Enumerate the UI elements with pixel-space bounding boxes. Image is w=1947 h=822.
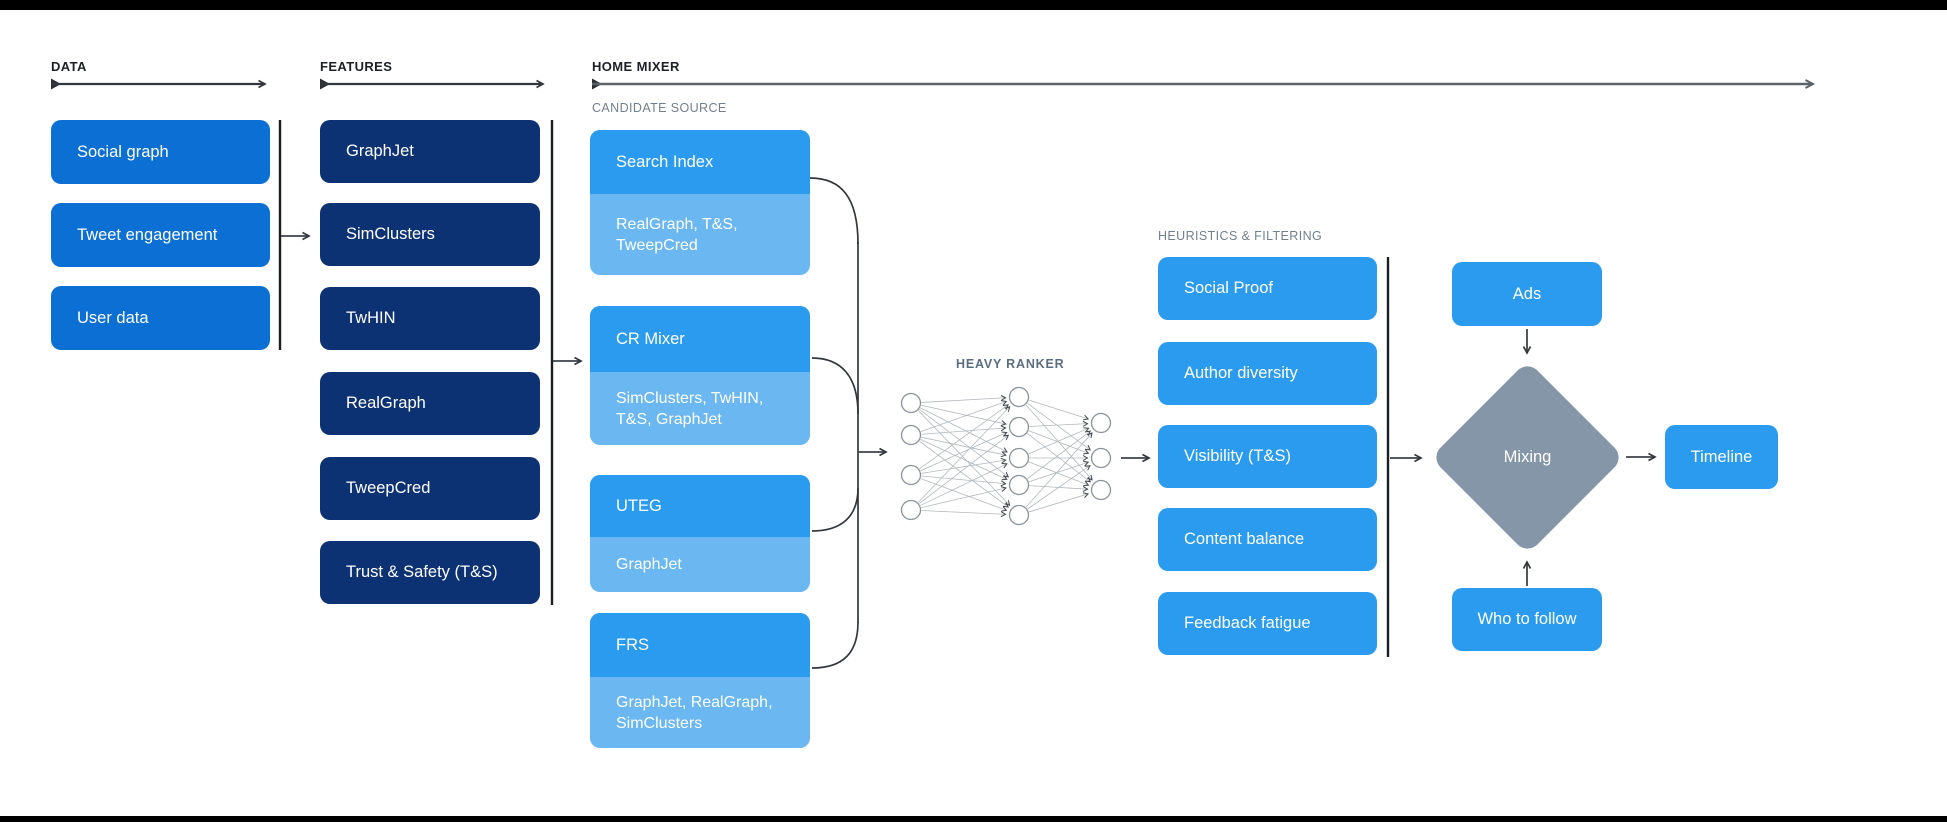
node-graphjet: GraphJet (320, 120, 540, 183)
candidate-source-label: CANDIDATE SOURCE (592, 101, 727, 115)
node-who-to-follow: Who to follow (1452, 588, 1602, 651)
node-content-balance: Content balance (1158, 508, 1377, 571)
mixing-diamond-label: Mixing (1503, 448, 1552, 466)
frs-merge-curve (811, 621, 859, 669)
node-frs-header: FRS (590, 613, 810, 677)
node-twhin: TwHIN (320, 287, 540, 350)
node-timeline: Timeline (1665, 425, 1778, 489)
features-header-arrow (320, 78, 545, 90)
node-visibility-ts: Visibility (T&S) (1158, 425, 1377, 488)
home-mixer-header-arrow (592, 78, 1816, 90)
node-cr-mixer: CR Mixer SimClusters, TwHIN, T&S, GraphJ… (590, 306, 810, 445)
node-search-index: Search Index RealGraph, T&S, TweepCred (590, 130, 810, 275)
heavy-ranker-network (900, 386, 1112, 526)
features-section-label: FEATURES (320, 59, 393, 74)
data-section-label: DATA (51, 59, 87, 74)
node-realgraph: RealGraph (320, 372, 540, 435)
node-frs: FRS GraphJet, RealGraph, SimClusters (590, 613, 810, 748)
top-black-bar (0, 0, 1947, 10)
node-mixing-diamond: Mixing (1430, 360, 1625, 555)
node-social-proof: Social Proof (1158, 257, 1377, 320)
node-uteg-features: GraphJet (616, 556, 682, 573)
bottom-black-bar (0, 816, 1947, 822)
uteg-merge-curve (811, 487, 859, 532)
node-user-data: User data (51, 286, 270, 350)
node-ads: Ads (1452, 262, 1602, 326)
home-mixer-section-label: HOME MIXER (592, 59, 680, 74)
node-uteg: UTEG GraphJet (590, 475, 810, 592)
node-simclusters: SimClusters (320, 203, 540, 266)
node-search-index-header: Search Index (590, 130, 810, 194)
cr-mixer-merge-curve (811, 357, 859, 415)
node-feedback-fatigue: Feedback fatigue (1158, 592, 1377, 655)
heavy-ranker-label: HEAVY RANKER (956, 357, 1065, 371)
node-uteg-header: UTEG (590, 475, 810, 537)
node-search-index-features: RealGraph, T&S, TweepCred (616, 215, 738, 254)
data-header-arrow (51, 78, 267, 90)
node-tweepcred: TweepCred (320, 457, 540, 520)
node-frs-features: GraphJet, RealGraph, SimClusters (616, 693, 773, 732)
node-cr-mixer-features: SimClusters, TwHIN, T&S, GraphJet (616, 389, 764, 428)
heuristics-filtering-label: HEURISTICS & FILTERING (1158, 229, 1323, 243)
node-trust-safety: Trust & Safety (T&S) (320, 541, 540, 604)
search-index-merge-curve (809, 177, 859, 245)
node-social-graph: Social graph (51, 120, 270, 184)
node-cr-mixer-header: CR Mixer (590, 306, 810, 372)
node-tweet-engagement: Tweet engagement (51, 203, 270, 267)
node-author-diversity: Author diversity (1158, 342, 1377, 405)
